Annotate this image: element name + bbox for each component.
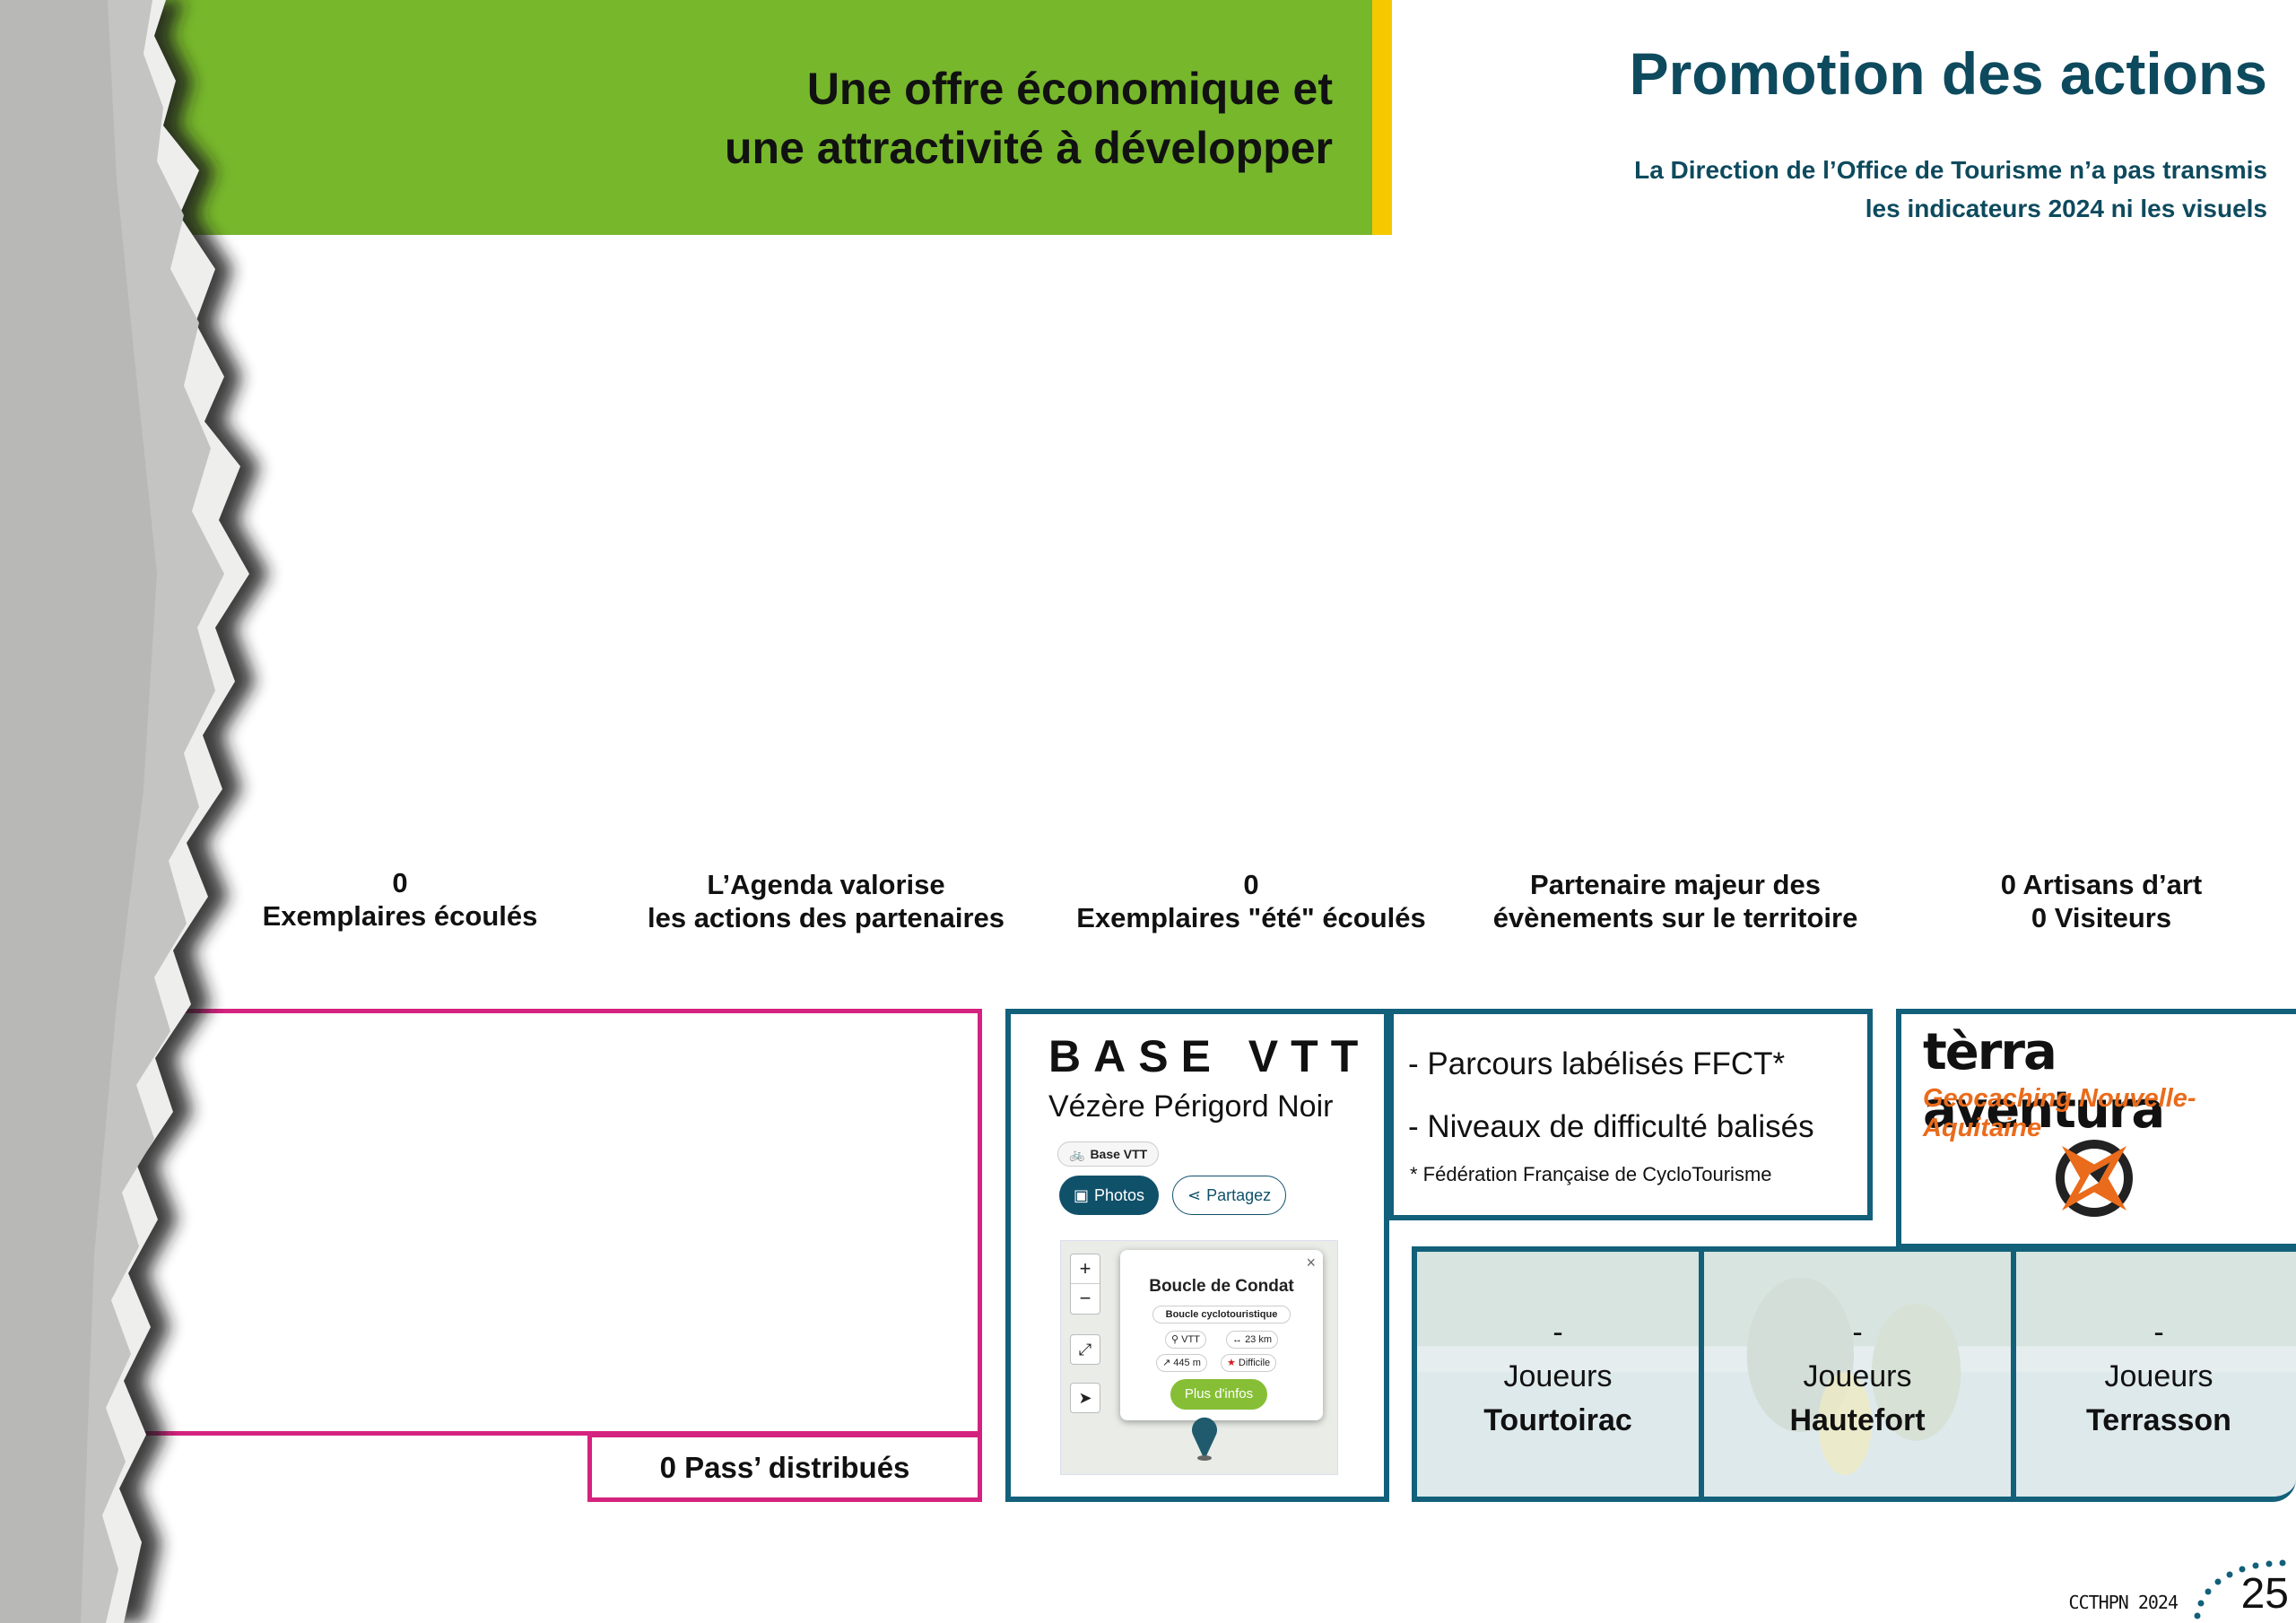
stat-label: Exemplaires "été" écoulés — [1076, 902, 1426, 933]
base-vtt-title: BASE VTT — [1048, 1031, 1371, 1081]
section-title-line1: Une offre économique et — [806, 64, 1333, 114]
popup-elevation: ↗ 445 m — [1156, 1354, 1207, 1372]
joueurs-terrasson: - Joueurs Terrasson — [2016, 1252, 2296, 1497]
terra-aventura-box: tèrra aventura Geocaching Nouvelle-Aquit… — [1896, 1009, 2296, 1249]
page-title: Promotion des actions — [1629, 40, 2267, 107]
joueurs-hautefort: - Joueurs Hautefort — [1704, 1252, 2011, 1497]
subtitle-line2: les indicateurs 2024 ni les visuels — [1865, 195, 2267, 222]
popup-title: Boucle de Condat — [1149, 1277, 1294, 1296]
image-icon: ▣ — [1074, 1185, 1090, 1204]
stat-value: 0 — [1243, 869, 1259, 900]
zoom-out-button[interactable]: − — [1071, 1283, 1100, 1313]
activity-label: VTT — [1181, 1334, 1200, 1345]
stat-value: L’Agenda valorise — [707, 869, 945, 900]
torn-paper-decoration — [0, 0, 269, 1623]
stat-label: 0 Visiteurs — [2031, 902, 2172, 933]
popup-difficulty: ★ Difficile — [1221, 1354, 1277, 1372]
popup-distance: ↔ 23 km — [1226, 1331, 1279, 1349]
joueurs-town: Terrasson — [2086, 1403, 2231, 1437]
popup-type: Boucle cyclotouristique — [1152, 1306, 1291, 1324]
difficulty-label: Difficile — [1238, 1358, 1271, 1368]
section-title: Une offre économique et une attractivité… — [526, 59, 1333, 178]
base-vtt-chip[interactable]: 🚲 Base VTT — [1057, 1141, 1160, 1167]
bike-icon: ⚲ — [1171, 1334, 1182, 1345]
stat-partenaire: Partenaire majeur des évènements sur le … — [1465, 868, 1886, 934]
joueurs-label: Joueurs — [1503, 1359, 1613, 1393]
stat-label: évènements sur le territoire — [1492, 902, 1858, 933]
joueurs-label: Joueurs — [2104, 1359, 2213, 1393]
base-vtt-subtitle: Vézère Périgord Noir — [1048, 1089, 1334, 1124]
page-number: 25 — [2240, 1570, 2289, 1618]
share-icon: ⋖ — [1187, 1185, 1202, 1204]
ffct-footnote: * Fédération Française de CycloTourisme — [1410, 1163, 1772, 1185]
elevation-icon: ↗ — [1162, 1358, 1174, 1368]
footer-label: CCTHPN 2024 — [2068, 1592, 2179, 1613]
photos-label: Photos — [1094, 1185, 1145, 1204]
zoom-controls: + − — [1070, 1254, 1100, 1315]
stat-agenda: L’Agenda valorise les actions des parten… — [615, 868, 1037, 934]
stat-label: les actions des partenaires — [647, 902, 1005, 933]
route-map[interactable]: + − ⤢ ➤ × Boucle de Condat Boucle cyclot… — [1060, 1240, 1338, 1475]
joueurs-count: - — [2153, 1315, 2164, 1350]
joueurs-label: Joueurs — [1803, 1359, 1912, 1393]
base-vtt-card: BASE VTT Vézère Périgord Noir 🚲 Base VTT… — [1005, 1009, 1389, 1502]
joueurs-count: - — [1852, 1315, 1863, 1350]
bike-icon: 🚲 — [1069, 1146, 1085, 1161]
page-subtitle: La Direction de l’Office de Tourisme n’a… — [1460, 151, 2267, 228]
distance-icon: ↔ — [1232, 1334, 1246, 1345]
section-title-line2: une attractivité à développer — [724, 123, 1333, 173]
stat-artisans: 0 Artisans d’art 0 Visiteurs — [1891, 868, 2296, 934]
share-button[interactable]: ⋖ Partagez — [1172, 1176, 1287, 1215]
photos-button[interactable]: ▣ Photos — [1059, 1176, 1160, 1215]
distance-label: 23 km — [1245, 1334, 1273, 1345]
joueurs-count: - — [1552, 1315, 1563, 1350]
subtitle-line1: La Direction de l’Office de Tourisme n’a… — [1634, 156, 2267, 184]
pass-label: 0 Pass’ distribués — [587, 1433, 982, 1502]
share-label: Partagez — [1206, 1185, 1272, 1204]
map-pin-icon[interactable] — [1188, 1417, 1221, 1462]
terra-aventura-tagline: Geocaching Nouvelle-Aquitaine — [1923, 1084, 2196, 1142]
joueurs-town: Tourtoirac — [1483, 1403, 1632, 1437]
cell-divider — [1699, 1252, 1704, 1497]
stat-value: Partenaire majeur des — [1530, 869, 1821, 900]
stat-value: 0 — [392, 867, 408, 898]
stat-label: Exemplaires écoulés — [262, 900, 538, 932]
chip-label: Base VTT — [1090, 1147, 1148, 1161]
stat-value: 0 Artisans d’art — [2000, 869, 2203, 900]
cell-divider — [2011, 1252, 2016, 1497]
more-info-button[interactable]: Plus d'infos — [1170, 1379, 1267, 1410]
ffct-line-niveaux: - Niveaux de difficulté balisés — [1408, 1109, 1814, 1144]
star-icon: ★ — [1227, 1358, 1239, 1368]
locate-icon[interactable]: ➤ — [1070, 1383, 1100, 1413]
dotted-arc-decoration — [2194, 1559, 2286, 1619]
ffct-info-box: - Parcours labélisés FFCT* - Niveaux de … — [1388, 1009, 1873, 1220]
joueurs-tourtoirac: - Joueurs Tourtoirac — [1417, 1252, 1699, 1497]
close-icon[interactable]: × — [1306, 1254, 1316, 1271]
accent-bar — [1372, 0, 1392, 235]
terra-aventura-logo: tèrra aventura — [1923, 1023, 2165, 1140]
zoom-in-button[interactable]: + — [1079, 1257, 1091, 1280]
joueurs-panel: - Joueurs Tourtoirac - Joueurs Hautefort… — [1412, 1246, 2296, 1502]
route-popup: × Boucle de Condat Boucle cyclotouristiq… — [1120, 1250, 1323, 1420]
joueurs-town: Hautefort — [1789, 1403, 1926, 1437]
stat-exemplaires-ete: 0 Exemplaires "été" écoulés — [1040, 868, 1462, 934]
elevation-label: 445 m — [1173, 1358, 1201, 1368]
popup-activity: ⚲ VTT — [1165, 1331, 1206, 1349]
compass-icon — [2056, 1140, 2133, 1217]
fullscreen-icon[interactable]: ⤢ — [1070, 1334, 1100, 1365]
family-photo-background — [1417, 1252, 2296, 1497]
ffct-line-parcours: - Parcours labélisés FFCT* — [1408, 1046, 1786, 1081]
stat-exemplaires: 0 Exemplaires écoulés — [189, 866, 611, 933]
header-banner — [135, 0, 1372, 235]
